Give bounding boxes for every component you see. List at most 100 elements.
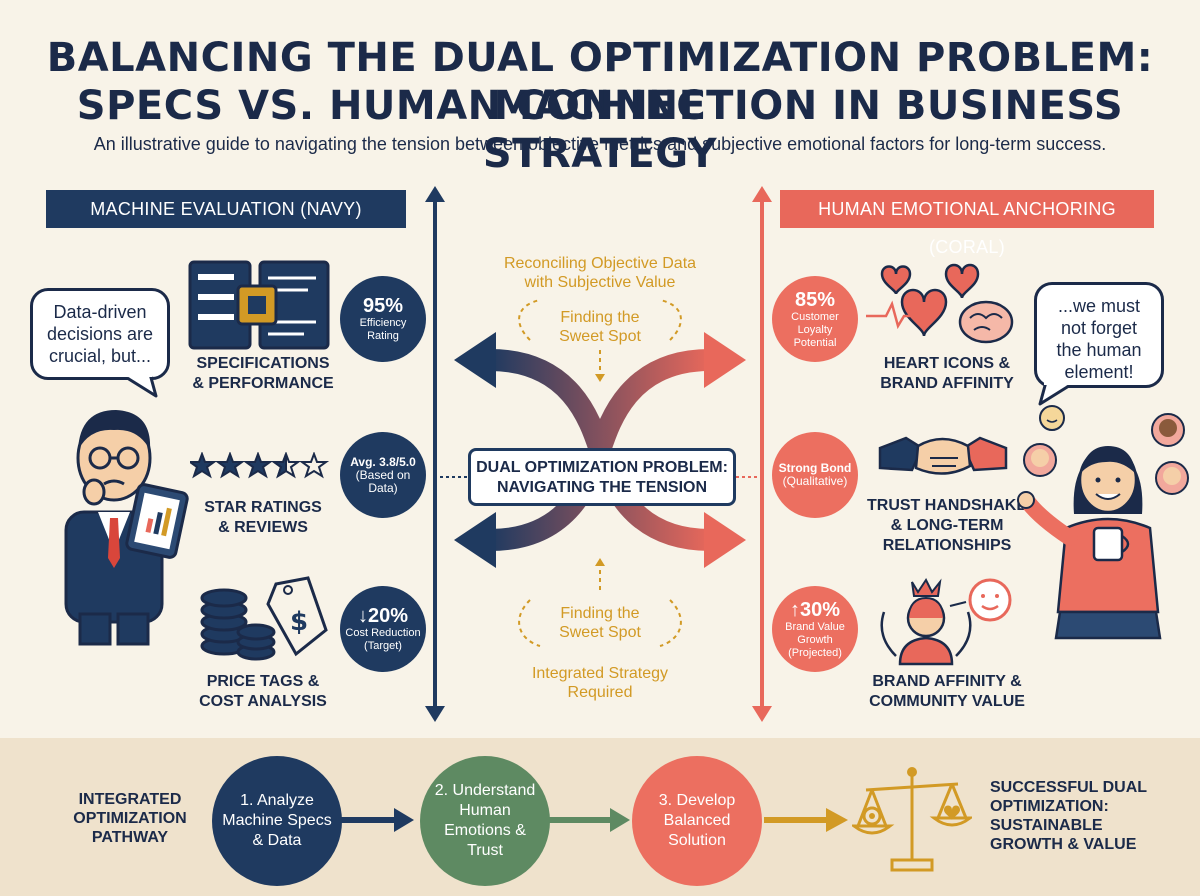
dual-optimization-center-box: DUAL OPTIMIZATION PROBLEM: NAVIGATING TH…: [468, 448, 736, 506]
cost-reduction-stat-badge: ↓20% Cost Reduction (Target): [340, 586, 426, 672]
step-3-line-1: 3. Develop: [658, 792, 736, 809]
navy-vertical-arrow: [425, 186, 445, 722]
left-speech-bubble: Data-driven decisions are crucial, but..…: [30, 288, 170, 380]
brand-growth-stat-value: ↑30%: [789, 598, 841, 621]
left-speech-line-3: crucial, but...: [48, 346, 152, 366]
step-2-line-1: 2. Understand: [434, 782, 536, 799]
avg-rating-stat-badge: Avg. 3.8/5.0 (Based on Data): [340, 432, 426, 518]
brand-growth-stat-badge: ↑30% Brand Value Growth (Projected): [772, 586, 858, 672]
reconciling-note: Reconciling Objective Data with Subjecti…: [478, 254, 722, 292]
avg-rating-stat-caption-2: Data): [368, 480, 398, 495]
community-value-label-line-2: COMMUNITY VALUE: [869, 693, 1025, 710]
coral-vertical-arrow: [752, 186, 772, 722]
avg-rating-stat-caption-1: (Based on: [355, 467, 411, 482]
star-ratings-label-line-1: STAR RATINGS: [204, 499, 322, 516]
step-3-line-3: Solution: [668, 832, 726, 849]
trust-handshake-label: TRUST HANDSHAKE & LONG-TERM RELATIONSHIP…: [862, 496, 1032, 556]
left-speech-tail: [122, 370, 158, 398]
specifications-label-line-2: & PERFORMANCE: [192, 375, 334, 392]
cost-reduction-stat-value: ↓20%: [357, 605, 409, 627]
sweet-spot-top-line-2: Sweet Spot: [559, 328, 641, 345]
gold-dotted-connectors: [518, 299, 682, 647]
integrated-strategy-line-1: Integrated Strategy: [531, 665, 669, 682]
svg-text:$: $: [290, 607, 308, 637]
step-1-line-2: Machine Specs: [222, 812, 332, 829]
strong-bond-stat-caption: (Qualitative): [782, 474, 848, 488]
brand-growth-stat-caption-1: Brand Value: [785, 620, 845, 633]
heart-icons-label: HEART ICONS & BRAND AFFINITY: [862, 354, 1032, 394]
efficiency-stat-caption-1: Efficiency: [359, 317, 407, 329]
step-2-line-4: Trust: [467, 842, 503, 859]
avg-rating-stat-value: Avg. 3.8/5.0: [350, 454, 416, 469]
integrated-strategy-note: Integrated Strategy Required: [498, 664, 702, 702]
specifications-label: SPECIFICATIONS & PERFORMANCE: [188, 354, 338, 394]
community-value-label-line-1: BRAND AFFINITY &: [872, 673, 1022, 690]
right-speech-line-3: the human: [1056, 340, 1142, 360]
successful-result: SUCCESSFUL DUAL OPTIMIZATION: SUSTAINABL…: [990, 778, 1170, 854]
pathway-title-line-3: PATHWAY: [91, 829, 169, 846]
page-subtitle: An illustrative guide to navigating the …: [93, 134, 1107, 154]
right-speech-tail: [1038, 378, 1074, 406]
balance-scale-icon: [852, 767, 972, 872]
community-value-label: BRAND AFFINITY & COMMUNITY VALUE: [862, 672, 1032, 712]
price-tags-label: PRICE TAGS & COST ANALYSIS: [188, 672, 338, 712]
trust-handshake-label-line-2: & LONG-TERM: [890, 517, 1004, 534]
right-speech-line-1: ...we must: [1057, 296, 1141, 316]
pathway-title-line-1: INTEGRATED: [78, 791, 182, 808]
star-rating-icon: [190, 452, 330, 479]
server-chip-icon: [188, 260, 330, 350]
step-3-develop: 3. Develop Balanced Solution: [632, 756, 762, 886]
brand-growth-stat-caption-2: Growth: [797, 633, 833, 646]
right-speech-line-2: not forget: [1060, 318, 1138, 338]
sweet-spot-bottom-line-2: Sweet Spot: [559, 624, 641, 641]
left-speech-line-1: Data-driven: [53, 302, 147, 322]
loyalty-stat-caption-3: Potential: [793, 336, 837, 349]
step-2-understand: 2. Understand Human Emotions & Trust: [420, 756, 550, 886]
star-ratings-label-line-2: & REVIEWS: [218, 519, 308, 536]
sweet-spot-bottom-line-1: Finding the: [560, 605, 640, 622]
strong-bond-stat-badge: Strong Bond (Qualitative): [772, 432, 858, 518]
result-line-3: SUSTAINABLE: [990, 817, 1103, 834]
hearts-brain-icon: [866, 263, 1014, 344]
crowned-person-community-icon: [880, 578, 1012, 666]
step-2-line-2: Human: [459, 802, 511, 819]
star-ratings-label: STAR RATINGS & REVIEWS: [188, 498, 338, 538]
result-line-1: SUCCESSFUL DUAL: [990, 779, 1148, 796]
businessman-illustration: [64, 410, 189, 646]
loyalty-stat-badge: 85% Customer Loyalty Potential: [772, 276, 858, 362]
left-speech-line-2: decisions are: [46, 324, 154, 344]
loyalty-stat-caption-1: Customer: [791, 310, 839, 323]
sweet-spot-top-note: Finding the Sweet Spot: [530, 308, 670, 346]
efficiency-stat-caption-2: Rating: [367, 330, 399, 342]
price-tags-label-line-2: COST ANALYSIS: [199, 693, 327, 710]
center-box-line-1: DUAL OPTIMIZATION PROBLEM:: [476, 459, 728, 476]
heart-icons-label-line-1: HEART ICONS &: [883, 355, 1011, 372]
coins-price-tag-icon: $: [200, 576, 328, 661]
efficiency-stat-badge: 95% Efficiency Rating: [340, 276, 426, 362]
center-box-line-2: NAVIGATING THE TENSION: [496, 479, 708, 496]
step-1-analyze: 1. Analyze Machine Specs & Data: [212, 756, 342, 886]
strong-bond-stat-value: Strong Bond: [778, 461, 852, 475]
machine-evaluation-banner: MACHINE EVALUATION (NAVY): [46, 190, 406, 228]
sweet-spot-bottom-note: Finding the Sweet Spot: [530, 604, 670, 642]
result-line-2: OPTIMIZATION:: [990, 798, 1109, 815]
right-speech-line-4: element!: [1064, 362, 1134, 382]
efficiency-stat-value: 95%: [362, 295, 404, 317]
center-box-dashed-link: [440, 476, 760, 478]
reconciling-note-line-1: Reconciling Objective Data: [503, 255, 697, 272]
page-title-line-2: SPECS VS. HUMAN CONNECTION IN BUSINESS S…: [76, 83, 1124, 177]
pathway-title: INTEGRATED OPTIMIZATION PATHWAY: [60, 790, 200, 847]
step-1-line-1: 1. Analyze: [240, 792, 314, 809]
trust-handshake-label-line-1: TRUST HANDSHAKE: [867, 497, 1027, 514]
cost-reduction-stat-caption-2: (Target): [364, 640, 402, 652]
trust-handshake-label-line-3: RELATIONSHIPS: [882, 537, 1012, 554]
reconciling-note-line-2: with Subjective Value: [524, 274, 676, 291]
cost-reduction-stat-caption-1: Cost Reduction: [345, 627, 421, 639]
step-2-line-3: Emotions &: [444, 822, 526, 839]
price-tags-label-line-1: PRICE TAGS &: [206, 673, 320, 690]
result-line-4: GROWTH & VALUE: [990, 836, 1137, 853]
right-speech-bubble: ...we must not forget the human element!: [1034, 282, 1164, 388]
pathway-title-line-2: OPTIMIZATION: [73, 810, 187, 827]
human-anchoring-banner: HUMAN EMOTIONAL ANCHORING (CORAL): [780, 190, 1154, 257]
step-3-line-2: Balanced: [663, 812, 731, 829]
